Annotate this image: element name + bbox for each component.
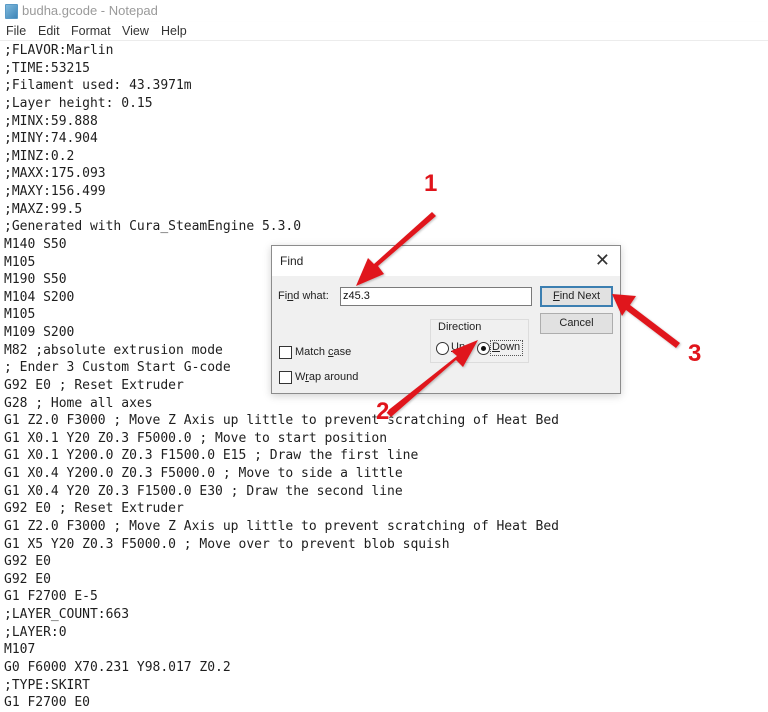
menu-view[interactable]: View	[122, 24, 149, 38]
menu-help[interactable]: Help	[161, 24, 187, 38]
menu-bar: File Edit Format View Help	[0, 22, 768, 41]
label-part: W	[295, 371, 306, 383]
find-what-label: Find what:	[278, 290, 329, 302]
menu-file[interactable]: File	[6, 24, 27, 38]
editor-content[interactable]: ;FLAVOR:Marlin ;TIME:53215 ;Filament use…	[4, 43, 559, 711]
match-case-label[interactable]: Match case	[295, 346, 351, 358]
label-part: ase	[333, 346, 352, 358]
label-part: d what:	[293, 290, 329, 302]
find-next-button[interactable]: Find Next	[540, 286, 613, 307]
find-what-input[interactable]	[340, 287, 532, 306]
button-accel: F	[552, 290, 560, 302]
focus-rectangle	[490, 340, 523, 356]
label-part: own	[499, 341, 521, 353]
label-part: ap around	[308, 371, 359, 383]
direction-down-label[interactable]: Down	[492, 341, 520, 353]
direction-down-radio[interactable]	[477, 342, 490, 355]
close-icon[interactable]: ✕	[594, 250, 610, 270]
text-editor[interactable]: ;FLAVOR:Marlin ;TIME:53215 ;Filament use…	[0, 41, 768, 711]
direction-up-label[interactable]: Up	[451, 341, 465, 353]
label-accel: r	[305, 371, 309, 383]
wrap-around-label[interactable]: Wrap around	[295, 371, 358, 383]
annotation-number-1: 1	[424, 170, 438, 197]
wrap-around-checkbox[interactable]	[279, 371, 292, 384]
title-bar: budha.gcode - Notepad	[0, 0, 768, 22]
direction-up-radio[interactable]	[436, 342, 449, 355]
label-part: p	[458, 341, 466, 353]
label-accel: c	[328, 346, 334, 358]
menu-edit[interactable]: Edit	[38, 24, 60, 38]
match-case-checkbox[interactable]	[279, 346, 292, 359]
find-dialog-title: Find	[280, 254, 304, 268]
notepad-icon	[5, 4, 18, 19]
find-dialog-title-bar[interactable]: Find ✕	[272, 246, 620, 276]
label-accel: D	[492, 341, 500, 353]
window-title: budha.gcode - Notepad	[22, 3, 158, 18]
annotation-number-3: 3	[688, 340, 702, 367]
direction-group: Direction Up Down	[430, 319, 529, 363]
cancel-button[interactable]: Cancel	[540, 313, 613, 334]
annotation-number-2: 2	[376, 398, 390, 425]
label-accel: n	[287, 290, 294, 302]
button-label: ind Next	[559, 290, 601, 302]
menu-format[interactable]: Format	[71, 24, 111, 38]
label-accel: U	[451, 341, 459, 353]
label-part: Fi	[278, 290, 288, 302]
label-part: Match	[295, 346, 329, 358]
direction-label: Direction	[438, 321, 482, 333]
find-dialog: Find ✕ Find what: Find Next Cancel Direc…	[271, 245, 621, 394]
